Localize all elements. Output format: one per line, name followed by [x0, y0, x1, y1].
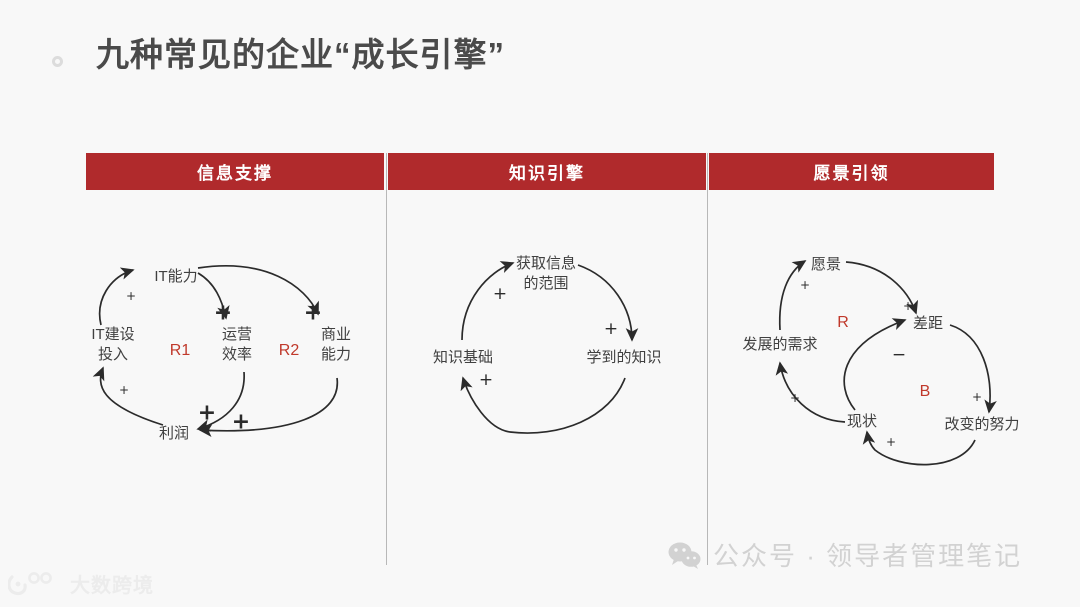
node-info-scope: 获取信息 的范围 [516, 254, 576, 295]
sign-state-to-need: + [789, 391, 801, 405]
node-info-scope-line1: 获取信息 [515, 254, 577, 272]
sign-need-to-vision: + [799, 278, 811, 292]
node-development-need: 发展的需求 [742, 335, 818, 353]
node-profit: 利润 [158, 424, 190, 442]
node-vision: 愿景 [810, 255, 842, 273]
sign-operation-to-profit: + [197, 400, 217, 426]
node-current-state: 现状 [846, 412, 878, 430]
node-it-investment: IT建设 投入 [91, 325, 134, 366]
sign-vision-to-gap: + [902, 299, 914, 313]
loop-label-r1: R1 [169, 342, 191, 359]
sign-state-to-gap: − [891, 345, 907, 365]
brand-mark-icon [8, 571, 52, 595]
brand-watermark: 大数跨境 [8, 569, 154, 598]
node-knowledge-base: 知识基础 [432, 348, 494, 366]
node-business-capability-line1: 商业 [320, 325, 352, 343]
column-divider-left [386, 153, 387, 565]
loop-label-r: R [837, 314, 849, 331]
wechat-watermark-text: 公众号 · 领导者管理笔记 [713, 541, 1023, 571]
node-gap: 差距 [912, 314, 944, 332]
sign-business-to-profit: + [231, 409, 251, 435]
node-learned-knowledge: 学到的知识 [586, 348, 662, 366]
node-operation-efficiency-line1: 运营 [221, 325, 253, 343]
brand-watermark-text: 大数跨境 [70, 575, 154, 597]
sign-effort-to-state: + [885, 435, 897, 449]
sign-capability-to-operation: + [213, 300, 233, 326]
node-it-investment-line1: IT建设 [91, 325, 135, 343]
circle-outline-icon [52, 56, 63, 67]
node-info-scope-line2: 的范围 [523, 275, 569, 292]
loop-label-b: B [919, 383, 931, 400]
wechat-watermark: 公众号 · 领导者管理笔记 [668, 536, 1022, 573]
sign-gap-to-effort: + [971, 390, 983, 404]
sign-profit-to-investment: + [118, 383, 130, 397]
column-divider-right [707, 153, 708, 565]
column-header-information-support: 信息支撑 [86, 153, 384, 190]
sign-base-to-scope: + [492, 284, 508, 304]
wechat-icon [668, 542, 701, 569]
sign-learned-to-base: + [478, 370, 494, 390]
sign-capability-to-business: + [303, 300, 323, 326]
node-operation-efficiency: 运营 效率 [222, 325, 252, 366]
node-it-investment-line2: 投入 [97, 346, 128, 363]
node-operation-efficiency-line2: 效率 [221, 346, 253, 363]
sign-scope-to-learned: + [603, 319, 619, 339]
node-business-capability: 商业 能力 [321, 325, 351, 366]
sign-investment-to-capability: + [125, 289, 137, 303]
node-business-capability-line2: 能力 [320, 346, 352, 363]
page-title: 九种常见的企业“成长引擎” [96, 36, 505, 73]
node-it-capability: IT能力 [154, 267, 198, 285]
column-header-knowledge-engine: 知识引擎 [388, 153, 706, 190]
node-change-effort: 改变的努力 [944, 415, 1020, 433]
loop-label-r2: R2 [278, 342, 300, 359]
column-header-vision-leading: 愿景引领 [709, 153, 994, 190]
